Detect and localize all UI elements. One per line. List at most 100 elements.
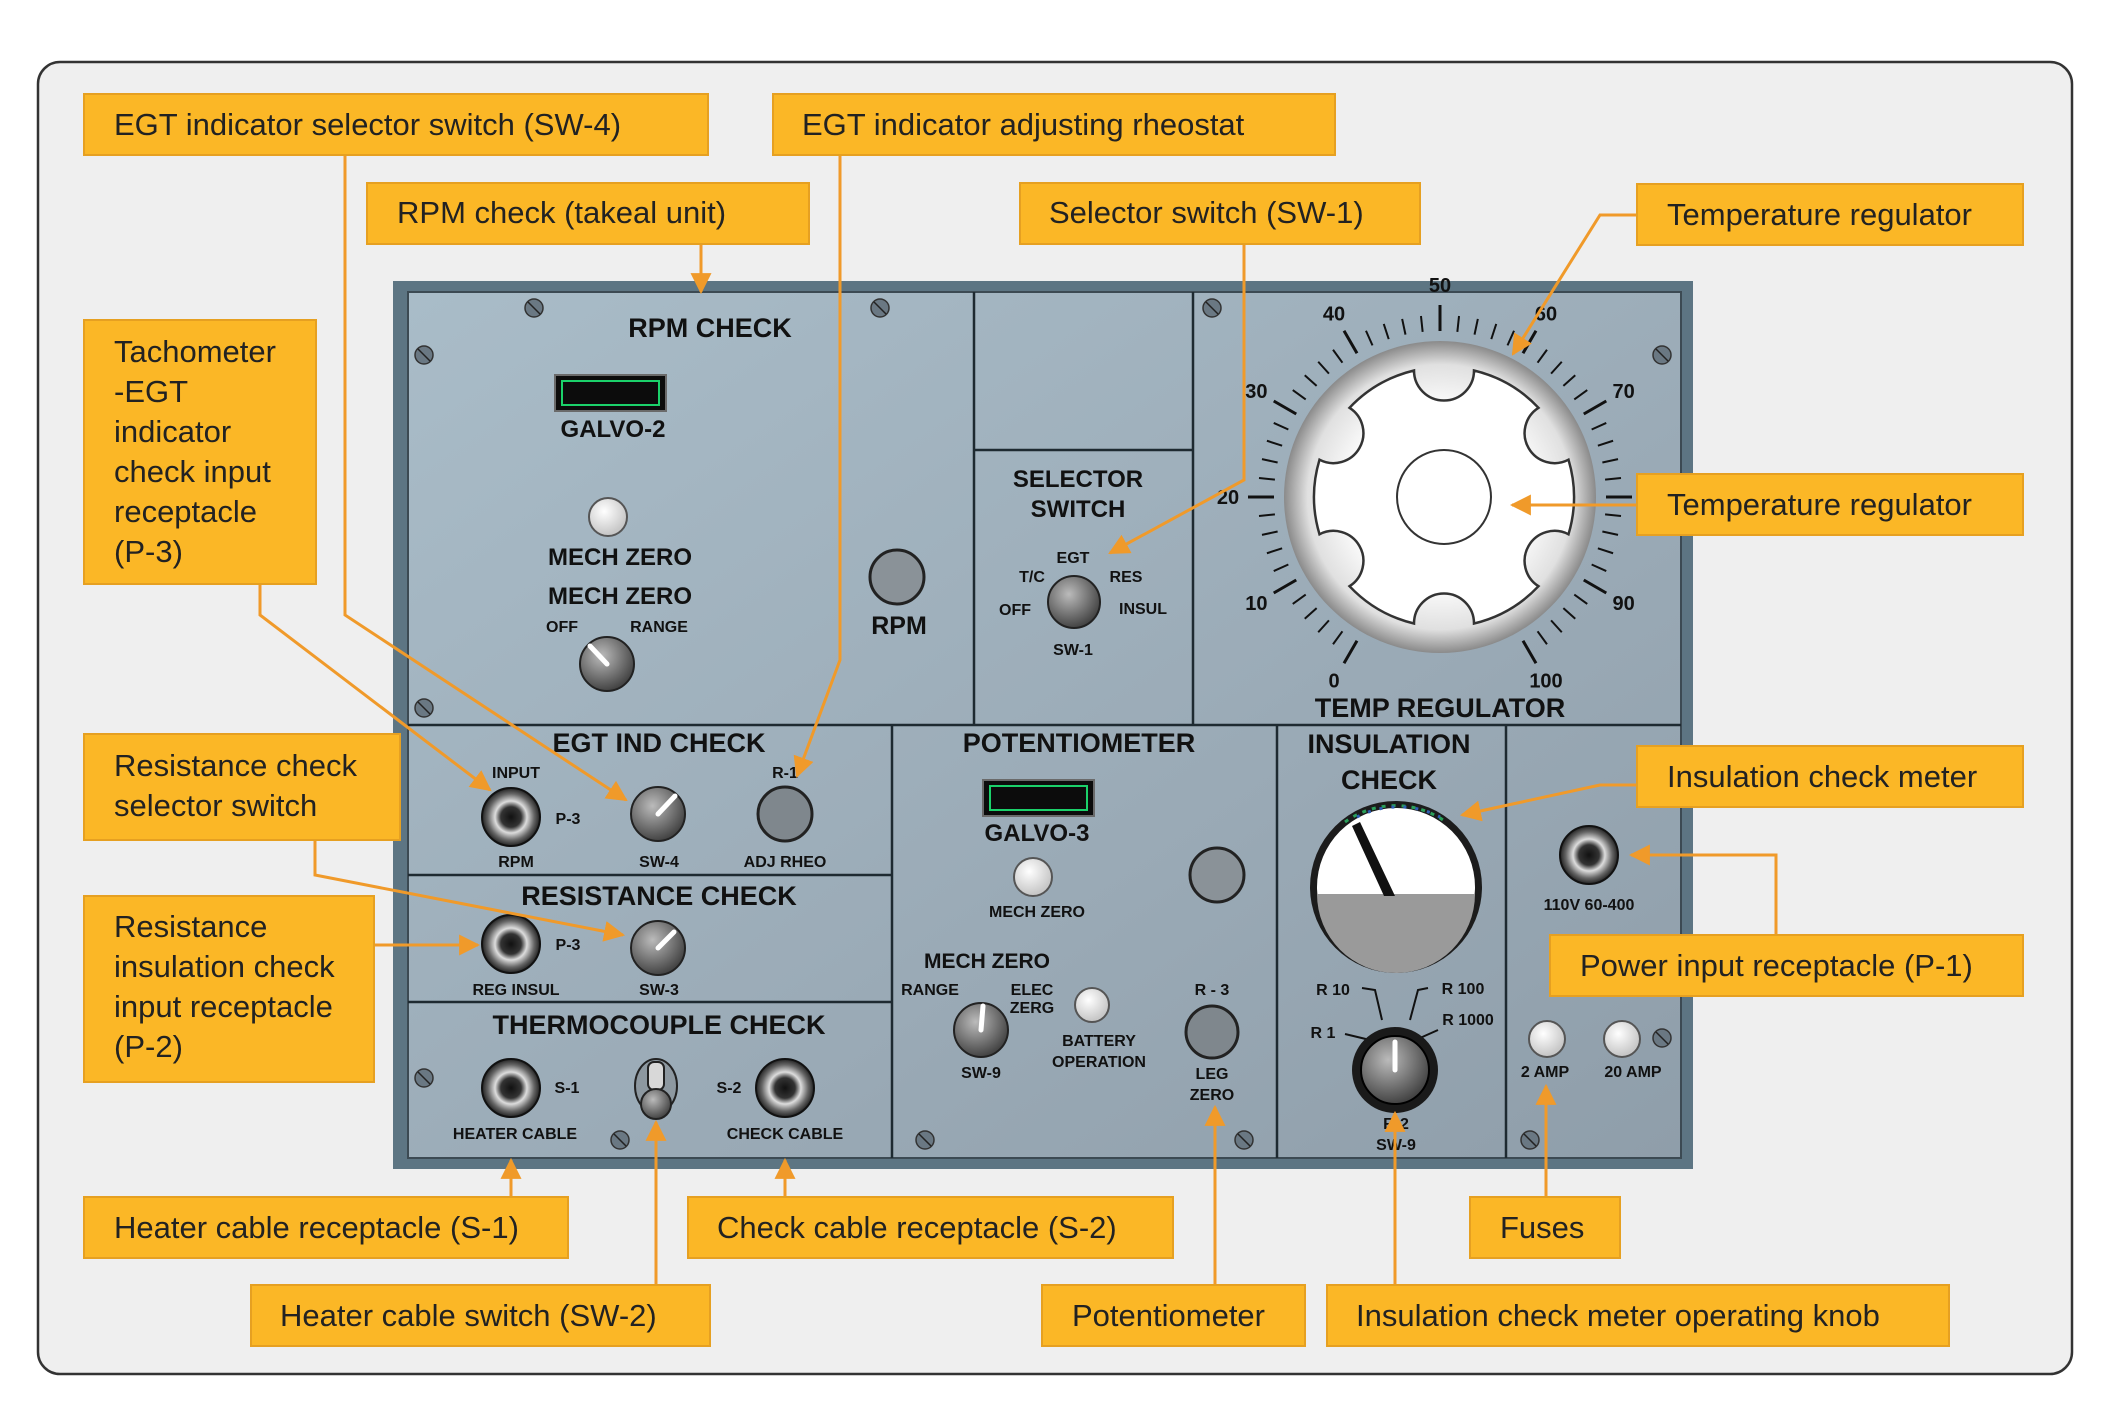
callout-line: Resistance (114, 909, 267, 944)
insulation-check-title-1: INSULATION (1308, 729, 1471, 759)
selector-switch-title-2: SWITCH (1031, 496, 1126, 523)
svg-text:Power input receptacle (P-1): Power input receptacle (P-1) (1580, 948, 1973, 983)
sw2-toggle-switch[interactable] (634, 1058, 678, 1120)
egt-label: EGT (1057, 550, 1090, 567)
dial-tick (1304, 374, 1318, 387)
dial-tick (1292, 389, 1307, 401)
galvo-2-label: GALVO-2 (561, 416, 666, 443)
galvo-3-label: GALVO-3 (985, 820, 1090, 847)
dial-tick (1317, 361, 1330, 375)
svg-text:EGT indicator adjusting rheost: EGT indicator adjusting rheostat (802, 107, 1245, 142)
rpm-lamp[interactable] (868, 548, 926, 606)
p3-reg-insul-jack[interactable] (481, 914, 541, 974)
s1-label: S-1 (555, 1080, 580, 1097)
potentiometer-lamp[interactable] (1188, 846, 1246, 904)
dial-tick (1272, 578, 1297, 595)
dial-tick (1273, 422, 1289, 431)
mech-zero-label-1: MECH ZERO (548, 544, 692, 571)
mech-zero-label-4: MECH ZERO (924, 950, 1050, 973)
mech-zero-lamp-1[interactable] (588, 497, 628, 537)
selector-knob-sw1[interactable] (1047, 575, 1101, 629)
dial-number: 70 (1612, 381, 1634, 403)
sel-off-label: OFF (999, 602, 1031, 619)
dial-tick (1401, 318, 1407, 335)
callout-insulation-meter: Insulation check meter (1636, 745, 2024, 808)
sw9-knob[interactable] (953, 1002, 1009, 1058)
battery-lamp[interactable] (1074, 987, 1110, 1023)
off-label: OFF (546, 619, 578, 636)
callout-selector-sw1: Selector switch (SW-1) (1019, 182, 1421, 245)
adj-rheo-knob[interactable] (756, 785, 814, 843)
sw3-knob[interactable] (630, 920, 686, 976)
dial-tick (1550, 361, 1563, 375)
dial-tick (1342, 329, 1359, 354)
dial-tick (1597, 439, 1614, 447)
power-input-jack[interactable] (1559, 825, 1619, 885)
svg-text:Insulation check meter: Insulation check meter (1667, 759, 1977, 794)
dial-tick (1473, 318, 1479, 335)
fuse-2amp[interactable] (1528, 1020, 1566, 1058)
panel-screws (414, 298, 1672, 1150)
dial-tick (1273, 563, 1289, 572)
dial-tick (1602, 530, 1619, 536)
temp-regulator-label: TEMP REGULATOR (1315, 693, 1566, 723)
p3-input-jack[interactable] (481, 787, 541, 847)
insulation-check-meter (1310, 801, 1482, 973)
dial-tick (1536, 349, 1548, 364)
callout-heater-switch: Heater cable switch (SW-2) (250, 1284, 711, 1347)
resistance-check-title: RESISTANCE CHECK (521, 881, 797, 911)
dial-tick (1583, 399, 1608, 416)
dial-tick (1521, 640, 1538, 665)
dial-tick (1602, 458, 1619, 464)
callout-line: -EGT (114, 374, 188, 409)
dial-tick (1382, 323, 1390, 340)
test-panel: RPM CHECK GALVO-2 MECH ZERO MECH ZERO OF… (393, 275, 1693, 1169)
dial-number: 40 (1323, 303, 1345, 325)
zerg-label: ZERG (1010, 1000, 1054, 1017)
svg-text:Insulation check meter operati: Insulation check meter operating knob (1356, 1298, 1880, 1333)
dial-number: 100 (1529, 671, 1562, 693)
zero-label: ZERO (1190, 1087, 1234, 1104)
s1-heater-jack[interactable] (481, 1058, 541, 1118)
reg-insul-label: REG INSUL (472, 982, 559, 999)
insulation-meter-knob[interactable] (1352, 1027, 1438, 1113)
callout-line: check input (114, 454, 271, 489)
p3-label-b: P-3 (556, 937, 581, 954)
operation-label: OPERATION (1052, 1054, 1146, 1071)
r3-label: R - 3 (1195, 982, 1230, 999)
mech-zero-lamp-3[interactable] (1013, 857, 1053, 897)
elec-label: ELEC (1011, 982, 1054, 999)
dial-number: 10 (1245, 593, 1267, 615)
fuse-20amp[interactable] (1603, 1020, 1641, 1058)
callout-line: insulation check (114, 949, 335, 984)
heater-cable-label: HEATER CABLE (453, 1126, 577, 1143)
s2-check-jack[interactable] (755, 1058, 815, 1118)
leg-zero-knob[interactable] (1184, 1004, 1240, 1060)
insul-label: INSUL (1119, 601, 1167, 618)
dial-number: 0 (1328, 671, 1339, 693)
rpm-label: RPM (871, 612, 927, 640)
callout-line: (P-2) (114, 1029, 183, 1064)
insulation-check-title-2: CHECK (1341, 765, 1438, 795)
range-knob[interactable] (579, 636, 635, 692)
p3-label-a: P-3 (556, 811, 581, 828)
mech-zero-label-2: MECH ZERO (548, 583, 692, 610)
dial-tick (1317, 619, 1330, 633)
rpm-check-title: RPM CHECK (628, 313, 792, 343)
dial-tick (1272, 399, 1297, 416)
svg-text:Temperature regulator: Temperature regulator (1667, 487, 1972, 522)
r1-sel-label: R 1 (1311, 1025, 1336, 1042)
dial-tick (1490, 323, 1498, 340)
svg-text:RPM check (takeal unit): RPM check (takeal unit) (397, 195, 726, 230)
callout-potentiometer: Potentiometer (1041, 1284, 1306, 1347)
dial-tick (1332, 349, 1344, 364)
callout-heater-receptacle: Heater cable receptacle (S-1) (83, 1196, 569, 1259)
svg-text:Potentiometer: Potentiometer (1072, 1298, 1265, 1333)
sw4-knob[interactable] (630, 786, 686, 842)
dial-tick (1365, 330, 1374, 346)
